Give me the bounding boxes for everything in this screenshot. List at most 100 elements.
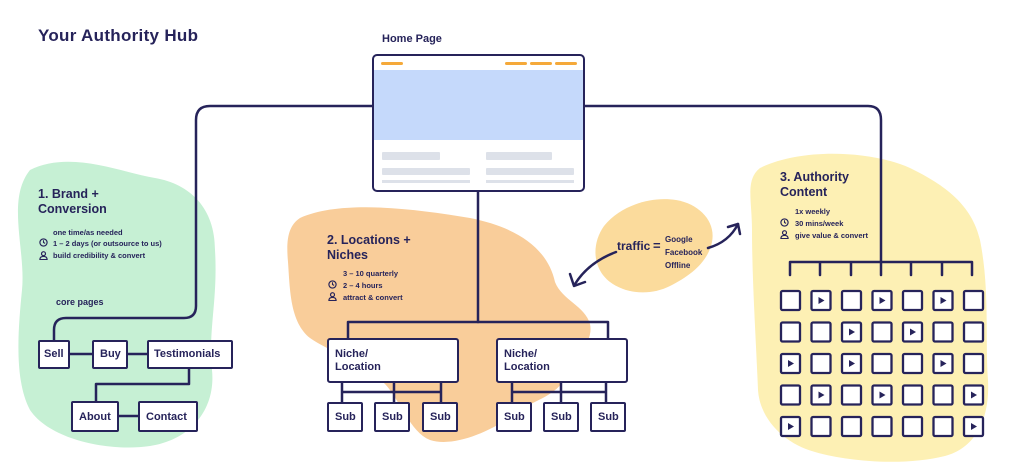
nav-placeholder-2 (530, 62, 552, 65)
niche-left-subs (340, 380, 443, 404)
content-tile (901, 352, 924, 375)
play-icon (788, 423, 794, 430)
page-title: Your Authority Hub (38, 26, 199, 45)
play-icon (849, 360, 855, 367)
content-tile (871, 415, 893, 438)
sub-label: Sub (551, 411, 572, 423)
core-pages-label: core pages (56, 297, 104, 307)
niche-location-box: Niche/ Location (496, 338, 628, 383)
nav-placeholder-3 (555, 62, 577, 65)
person-icon (328, 292, 337, 301)
traffic-source-facebook: Facebook (665, 248, 703, 257)
traffic-equals: = (653, 238, 661, 253)
content-tile (901, 415, 924, 438)
text-placeholder (486, 152, 552, 160)
play-icon (971, 391, 977, 399)
content-tile (962, 352, 985, 375)
traffic-arrow-right (706, 222, 740, 250)
page-label: Sell (44, 348, 64, 360)
page-about: About (71, 401, 119, 432)
page-label: Buy (100, 348, 121, 360)
play-icon (910, 328, 916, 336)
content-tile (901, 384, 924, 406)
authority-frequency: 1x weekly (795, 207, 831, 216)
clock-icon (780, 218, 789, 227)
locations-time: 2 – 4 hours (343, 281, 383, 290)
sub-page-box: Sub (590, 402, 626, 432)
hero-banner (374, 70, 583, 140)
authority-blob (750, 153, 989, 462)
play-icon (879, 297, 886, 304)
traffic-arrow-left (573, 250, 618, 286)
content-tile (810, 321, 832, 343)
locations-heading: 2. Locations + Niches (327, 233, 411, 262)
nav-placeholder-1 (505, 62, 527, 65)
clock-icon (39, 238, 48, 247)
play-icon (849, 328, 855, 336)
sub-page-box: Sub (496, 402, 532, 432)
authority-heading: 3. Authority Content (780, 170, 849, 199)
play-icon (818, 391, 825, 399)
sub-label: Sub (504, 411, 525, 423)
text-placeholder (382, 180, 470, 183)
niche-right-subs (510, 380, 608, 404)
page-label: Contact (146, 411, 187, 423)
traffic-source-google: Google (665, 235, 693, 244)
content-tile (779, 321, 802, 343)
niche-label: Niche/ Location (335, 348, 381, 373)
page-testimonials: Testimonials (147, 340, 233, 369)
text-placeholder (382, 168, 470, 175)
page-buy: Buy (92, 340, 128, 369)
sub-label: Sub (382, 411, 403, 423)
page-label: About (79, 411, 111, 423)
logo-placeholder (381, 62, 403, 65)
niche-label: Niche/ Location (504, 348, 550, 373)
locations-branch (346, 320, 610, 340)
content-grid (779, 289, 985, 438)
authority-rail (788, 260, 974, 277)
clock-icon (328, 280, 337, 289)
brand-heading: 1. Brand + Conversion (38, 187, 107, 216)
authority-time: 30 mins/week (795, 219, 844, 228)
content-tile (840, 289, 863, 312)
traffic-blob (595, 199, 713, 293)
brand-goal: build credibility & convert (53, 251, 146, 260)
sub-page-box: Sub (374, 402, 410, 432)
content-tile (840, 384, 863, 406)
home-page-mockup (372, 54, 585, 192)
content-tile (810, 352, 832, 375)
play-icon (788, 360, 794, 367)
home-page-label: Home Page (382, 33, 442, 45)
text-placeholder (486, 180, 574, 183)
play-icon (971, 423, 977, 430)
trunk-line-brand (52, 104, 374, 342)
brand-time: 1 – 2 days (or outsource to us) (53, 239, 162, 248)
content-tile (779, 384, 802, 406)
traffic-source-offline: Offline (665, 261, 691, 270)
locations-blob (287, 207, 591, 442)
play-icon (818, 297, 825, 304)
content-tile (901, 289, 924, 312)
trunk-line-authority (583, 104, 883, 264)
authority-goal: give value & convert (795, 231, 868, 240)
person-icon (780, 230, 789, 239)
page-contact: Contact (138, 401, 198, 432)
locations-frequency: 3 – 10 quarterly (343, 269, 399, 278)
content-tile (779, 289, 802, 312)
traffic-label: traffic (617, 239, 651, 253)
traffic-arrowhead-left (568, 272, 587, 288)
sub-label: Sub (430, 411, 451, 423)
play-icon (940, 360, 947, 367)
content-tile (810, 415, 832, 438)
content-tile (932, 384, 954, 406)
text-placeholder (382, 152, 440, 160)
page-label: Testimonials (154, 348, 221, 360)
sub-page-box: Sub (543, 402, 579, 432)
sub-label: Sub (598, 411, 619, 423)
sub-page-box: Sub (327, 402, 363, 432)
content-tile (962, 289, 985, 312)
content-tile (871, 352, 893, 375)
play-icon (879, 391, 886, 399)
